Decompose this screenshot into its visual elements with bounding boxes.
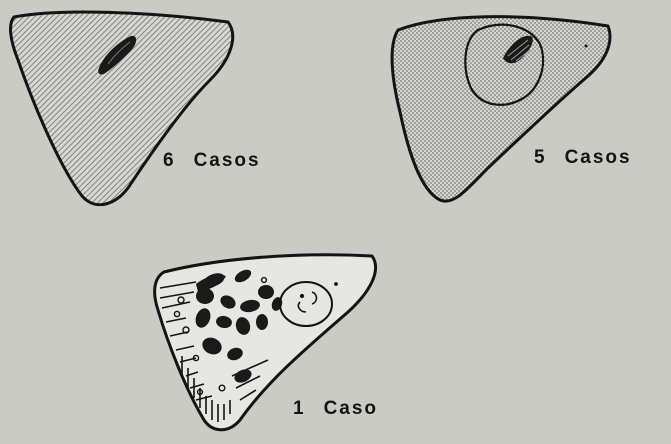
caption-label: Casos	[194, 150, 261, 171]
caption-count: 5	[534, 147, 547, 168]
caption-label: Casos	[565, 147, 632, 168]
liver-outline	[11, 12, 233, 205]
caption-1-caso: 1 Caso	[293, 398, 378, 420]
caption-label: Caso	[324, 398, 378, 419]
caption-6-casos: 6 Casos	[163, 150, 261, 172]
liver-outline	[392, 17, 610, 202]
caption-5-casos: 5 Casos	[534, 147, 632, 169]
liver-figure-6-casos	[11, 12, 233, 205]
caption-count: 6	[163, 150, 176, 171]
liver-figure-5-casos	[392, 17, 610, 202]
caption-count: 1	[293, 398, 306, 419]
